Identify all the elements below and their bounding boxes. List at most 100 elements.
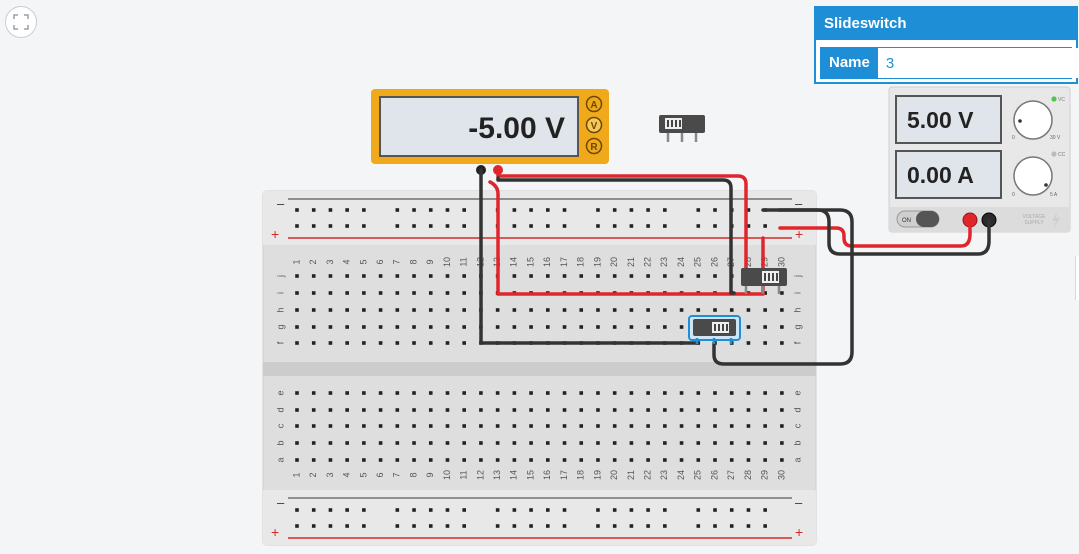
breadboard-hole[interactable] xyxy=(546,208,550,212)
breadboard-hole[interactable] xyxy=(529,441,533,445)
breadboard-hole[interactable] xyxy=(445,224,450,228)
breadboard-hole[interactable] xyxy=(412,524,416,528)
breadboard-hole[interactable] xyxy=(713,441,717,445)
breadboard-hole[interactable] xyxy=(395,508,400,512)
breadboard-hole[interactable] xyxy=(362,424,366,428)
breadboard-hole[interactable] xyxy=(428,458,433,462)
breadboard-hole[interactable] xyxy=(696,458,701,462)
breadboard-hole[interactable] xyxy=(345,274,349,278)
breadboard-hole[interactable] xyxy=(612,391,617,395)
breadboard-hole[interactable] xyxy=(546,308,550,312)
breadboard-hole[interactable] xyxy=(512,274,517,278)
breadboard-hole[interactable] xyxy=(395,341,400,345)
breadboard-hole[interactable] xyxy=(445,441,450,445)
breadboard-hole[interactable] xyxy=(311,224,316,228)
breadboard-hole[interactable] xyxy=(596,441,600,445)
breadboard-hole[interactable] xyxy=(311,208,316,212)
breadboard-hole[interactable] xyxy=(696,508,701,512)
breadboard-hole[interactable] xyxy=(629,208,634,212)
breadboard-hole[interactable] xyxy=(395,441,400,445)
breadboard-hole[interactable] xyxy=(428,508,433,512)
breadboard-hole[interactable] xyxy=(746,441,751,445)
breadboard-hole[interactable] xyxy=(780,408,784,412)
breadboard-hole[interactable] xyxy=(646,208,650,212)
breadboard-hole[interactable] xyxy=(529,208,533,212)
breadboard-hole[interactable] xyxy=(378,391,383,395)
breadboard-hole[interactable] xyxy=(663,208,667,212)
breadboard-hole[interactable] xyxy=(696,274,701,278)
fit-view-button[interactable] xyxy=(5,6,37,38)
breadboard-hole[interactable] xyxy=(763,408,767,412)
breadboard-hole[interactable] xyxy=(378,341,383,345)
breadboard-hole[interactable] xyxy=(746,208,751,212)
breadboard-hole[interactable] xyxy=(395,308,400,312)
breadboard-hole[interactable] xyxy=(445,274,450,278)
wire-red[interactable] xyxy=(488,180,765,296)
breadboard-hole[interactable] xyxy=(311,341,316,345)
breadboard-hole[interactable] xyxy=(295,391,299,395)
breadboard-hole[interactable] xyxy=(428,291,433,295)
breadboard-hole[interactable] xyxy=(646,224,650,228)
breadboard-hole[interactable] xyxy=(612,208,617,212)
breadboard-hole[interactable] xyxy=(629,325,634,329)
breadboard-hole[interactable] xyxy=(529,508,533,512)
breadboard-hole[interactable] xyxy=(780,391,784,395)
breadboard-hole[interactable] xyxy=(746,508,751,512)
breadboard-hole[interactable] xyxy=(378,325,383,329)
breadboard-hole[interactable] xyxy=(428,341,433,345)
breadboard-hole[interactable] xyxy=(529,408,533,412)
breadboard-hole[interactable] xyxy=(663,391,667,395)
breadboard-hole[interactable] xyxy=(562,458,567,462)
breadboard-hole[interactable] xyxy=(646,308,650,312)
breadboard-hole[interactable] xyxy=(729,441,734,445)
breadboard-hole[interactable] xyxy=(780,441,784,445)
breadboard-hole[interactable] xyxy=(462,308,466,312)
breadboard-hole[interactable] xyxy=(629,508,634,512)
breadboard-hole[interactable] xyxy=(412,291,416,295)
breadboard-hole[interactable] xyxy=(679,274,684,278)
breadboard-hole[interactable] xyxy=(596,458,600,462)
breadboard-hole[interactable] xyxy=(412,308,416,312)
breadboard-hole[interactable] xyxy=(512,391,517,395)
breadboard-hole[interactable] xyxy=(663,325,667,329)
mode-r-button[interactable] xyxy=(585,137,603,155)
breadboard-hole[interactable] xyxy=(479,424,483,428)
breadboard-hole[interactable] xyxy=(445,508,450,512)
breadboard-hole[interactable] xyxy=(328,308,333,312)
breadboard-hole[interactable] xyxy=(462,325,466,329)
breadboard-hole[interactable] xyxy=(412,325,416,329)
slide-switch-2[interactable] xyxy=(741,268,787,294)
breadboard-hole[interactable] xyxy=(696,208,701,212)
breadboard-hole[interactable] xyxy=(428,424,433,428)
breadboard-hole[interactable] xyxy=(328,208,333,212)
breadboard-hole[interactable] xyxy=(729,391,734,395)
breadboard-hole[interactable] xyxy=(780,458,784,462)
breadboard-hole[interactable] xyxy=(395,391,400,395)
breadboard-hole[interactable] xyxy=(428,325,433,329)
breadboard-hole[interactable] xyxy=(462,224,466,228)
breadboard-hole[interactable] xyxy=(629,274,634,278)
breadboard-hole[interactable] xyxy=(445,391,450,395)
breadboard-hole[interactable] xyxy=(495,424,500,428)
breadboard-hole[interactable] xyxy=(462,508,466,512)
breadboard-hole[interactable] xyxy=(328,325,333,329)
breadboard-hole[interactable] xyxy=(746,458,751,462)
breadboard-hole[interactable] xyxy=(763,224,767,228)
breadboard-hole[interactable] xyxy=(562,441,567,445)
breadboard-hole[interactable] xyxy=(445,325,450,329)
breadboard-hole[interactable] xyxy=(579,391,584,395)
breadboard-hole[interactable] xyxy=(362,524,366,528)
breadboard-hole[interactable] xyxy=(495,325,500,329)
breadboard-hole[interactable] xyxy=(713,274,717,278)
breadboard-hole[interactable] xyxy=(495,524,500,528)
breadboard-hole[interactable] xyxy=(729,408,734,412)
wire-black[interactable] xyxy=(712,208,854,366)
breadboard-hole[interactable] xyxy=(428,408,433,412)
breadboard-hole[interactable] xyxy=(529,224,533,228)
breadboard-hole[interactable] xyxy=(780,341,784,345)
breadboard-hole[interactable] xyxy=(546,325,550,329)
breadboard-hole[interactable] xyxy=(378,424,383,428)
breadboard-hole[interactable] xyxy=(345,325,349,329)
breadboard-hole[interactable] xyxy=(295,224,299,228)
breadboard-hole[interactable] xyxy=(579,308,584,312)
